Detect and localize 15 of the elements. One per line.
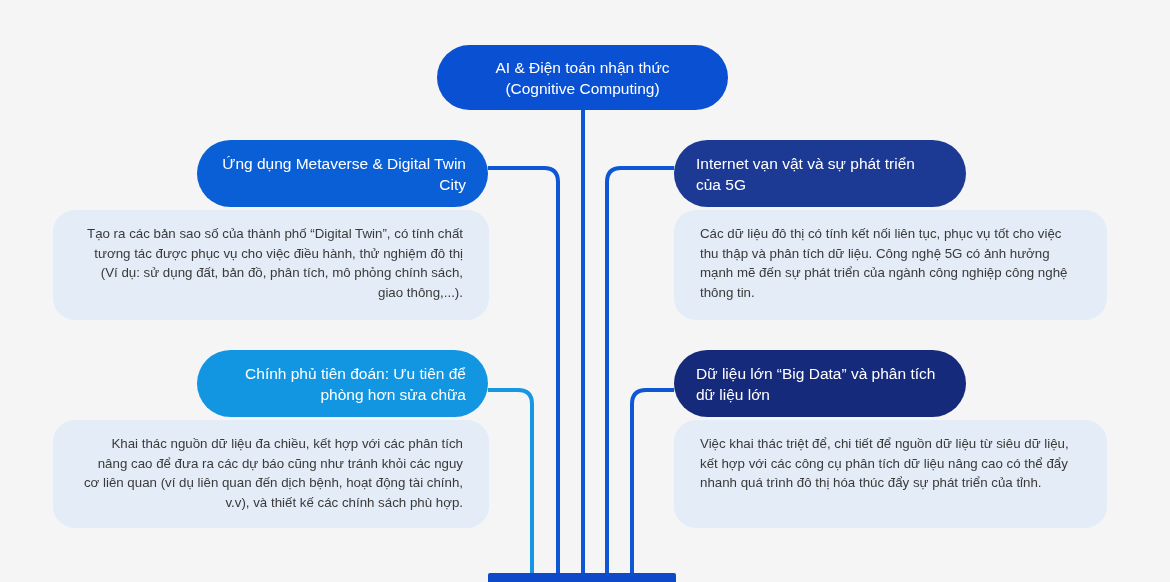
- connector-line: [581, 110, 585, 573]
- connector-line: [605, 166, 674, 573]
- base-bar: [488, 573, 676, 582]
- heading-text: Dữ liệu lớn “Big Data” và phân tích dữ liệu lớn: [696, 363, 937, 405]
- description-text: Việc khai thác triệt để, chi tiết để nguồn dữ liệu từ siêu dữ liệu, kết hợp với các công cụ phân tích dữ liệu nâng cao có thể đẩy nhanh quá trình đô thị hóa thúc đẩy sự phát triển của tỉnh.: [700, 435, 1070, 492]
- connector-line: [630, 388, 674, 573]
- description-text: Các dữ liệu đô thị có tính kết nối liên tục, phục vụ tốt cho việc thu thập và phân tích dữ liệu. Công nghệ 5G có ảnh hưởng mạnh mẽ đến sự phát triển của ngành công nghiệp công nghệ thông tin.: [700, 225, 1069, 302]
- connector-line: [488, 388, 534, 573]
- heading-text: Internet vạn vật và sự phát triển của 5G: [696, 153, 916, 195]
- heading-text: Ứng dụng Metaverse & Digital Twin City: [221, 153, 466, 195]
- description-text: Tạo ra các bản sao số của thành phố “Digital Twin”, có tính chất tương tác được phục vụ cho việc điều hành, thử nghiệm đô thị (Ví dụ: sử dụng đất, bản đồ, phân tích, mô phỏng chính sách, giao thông,...).: [86, 225, 463, 302]
- heading-text: AI & Điện toán nhận thức (Cognitive Computing): [494, 57, 671, 99]
- description-text: Khai thác nguồn dữ liệu đa chiều, kết hợp với các phân tích nâng cao để đưa ra các dự báo cũng như tránh khỏi các nguy cơ liên quan (ví dụ liên quan đến dịch bệnh, hoạt động tài chính, v.v), và thiết kế các chính sách phù hợp.: [83, 435, 463, 512]
- connector-line: [488, 166, 560, 573]
- heading-text: Chính phủ tiên đoán: Ưu tiên để phòng hơn sửa chữa: [244, 363, 466, 405]
